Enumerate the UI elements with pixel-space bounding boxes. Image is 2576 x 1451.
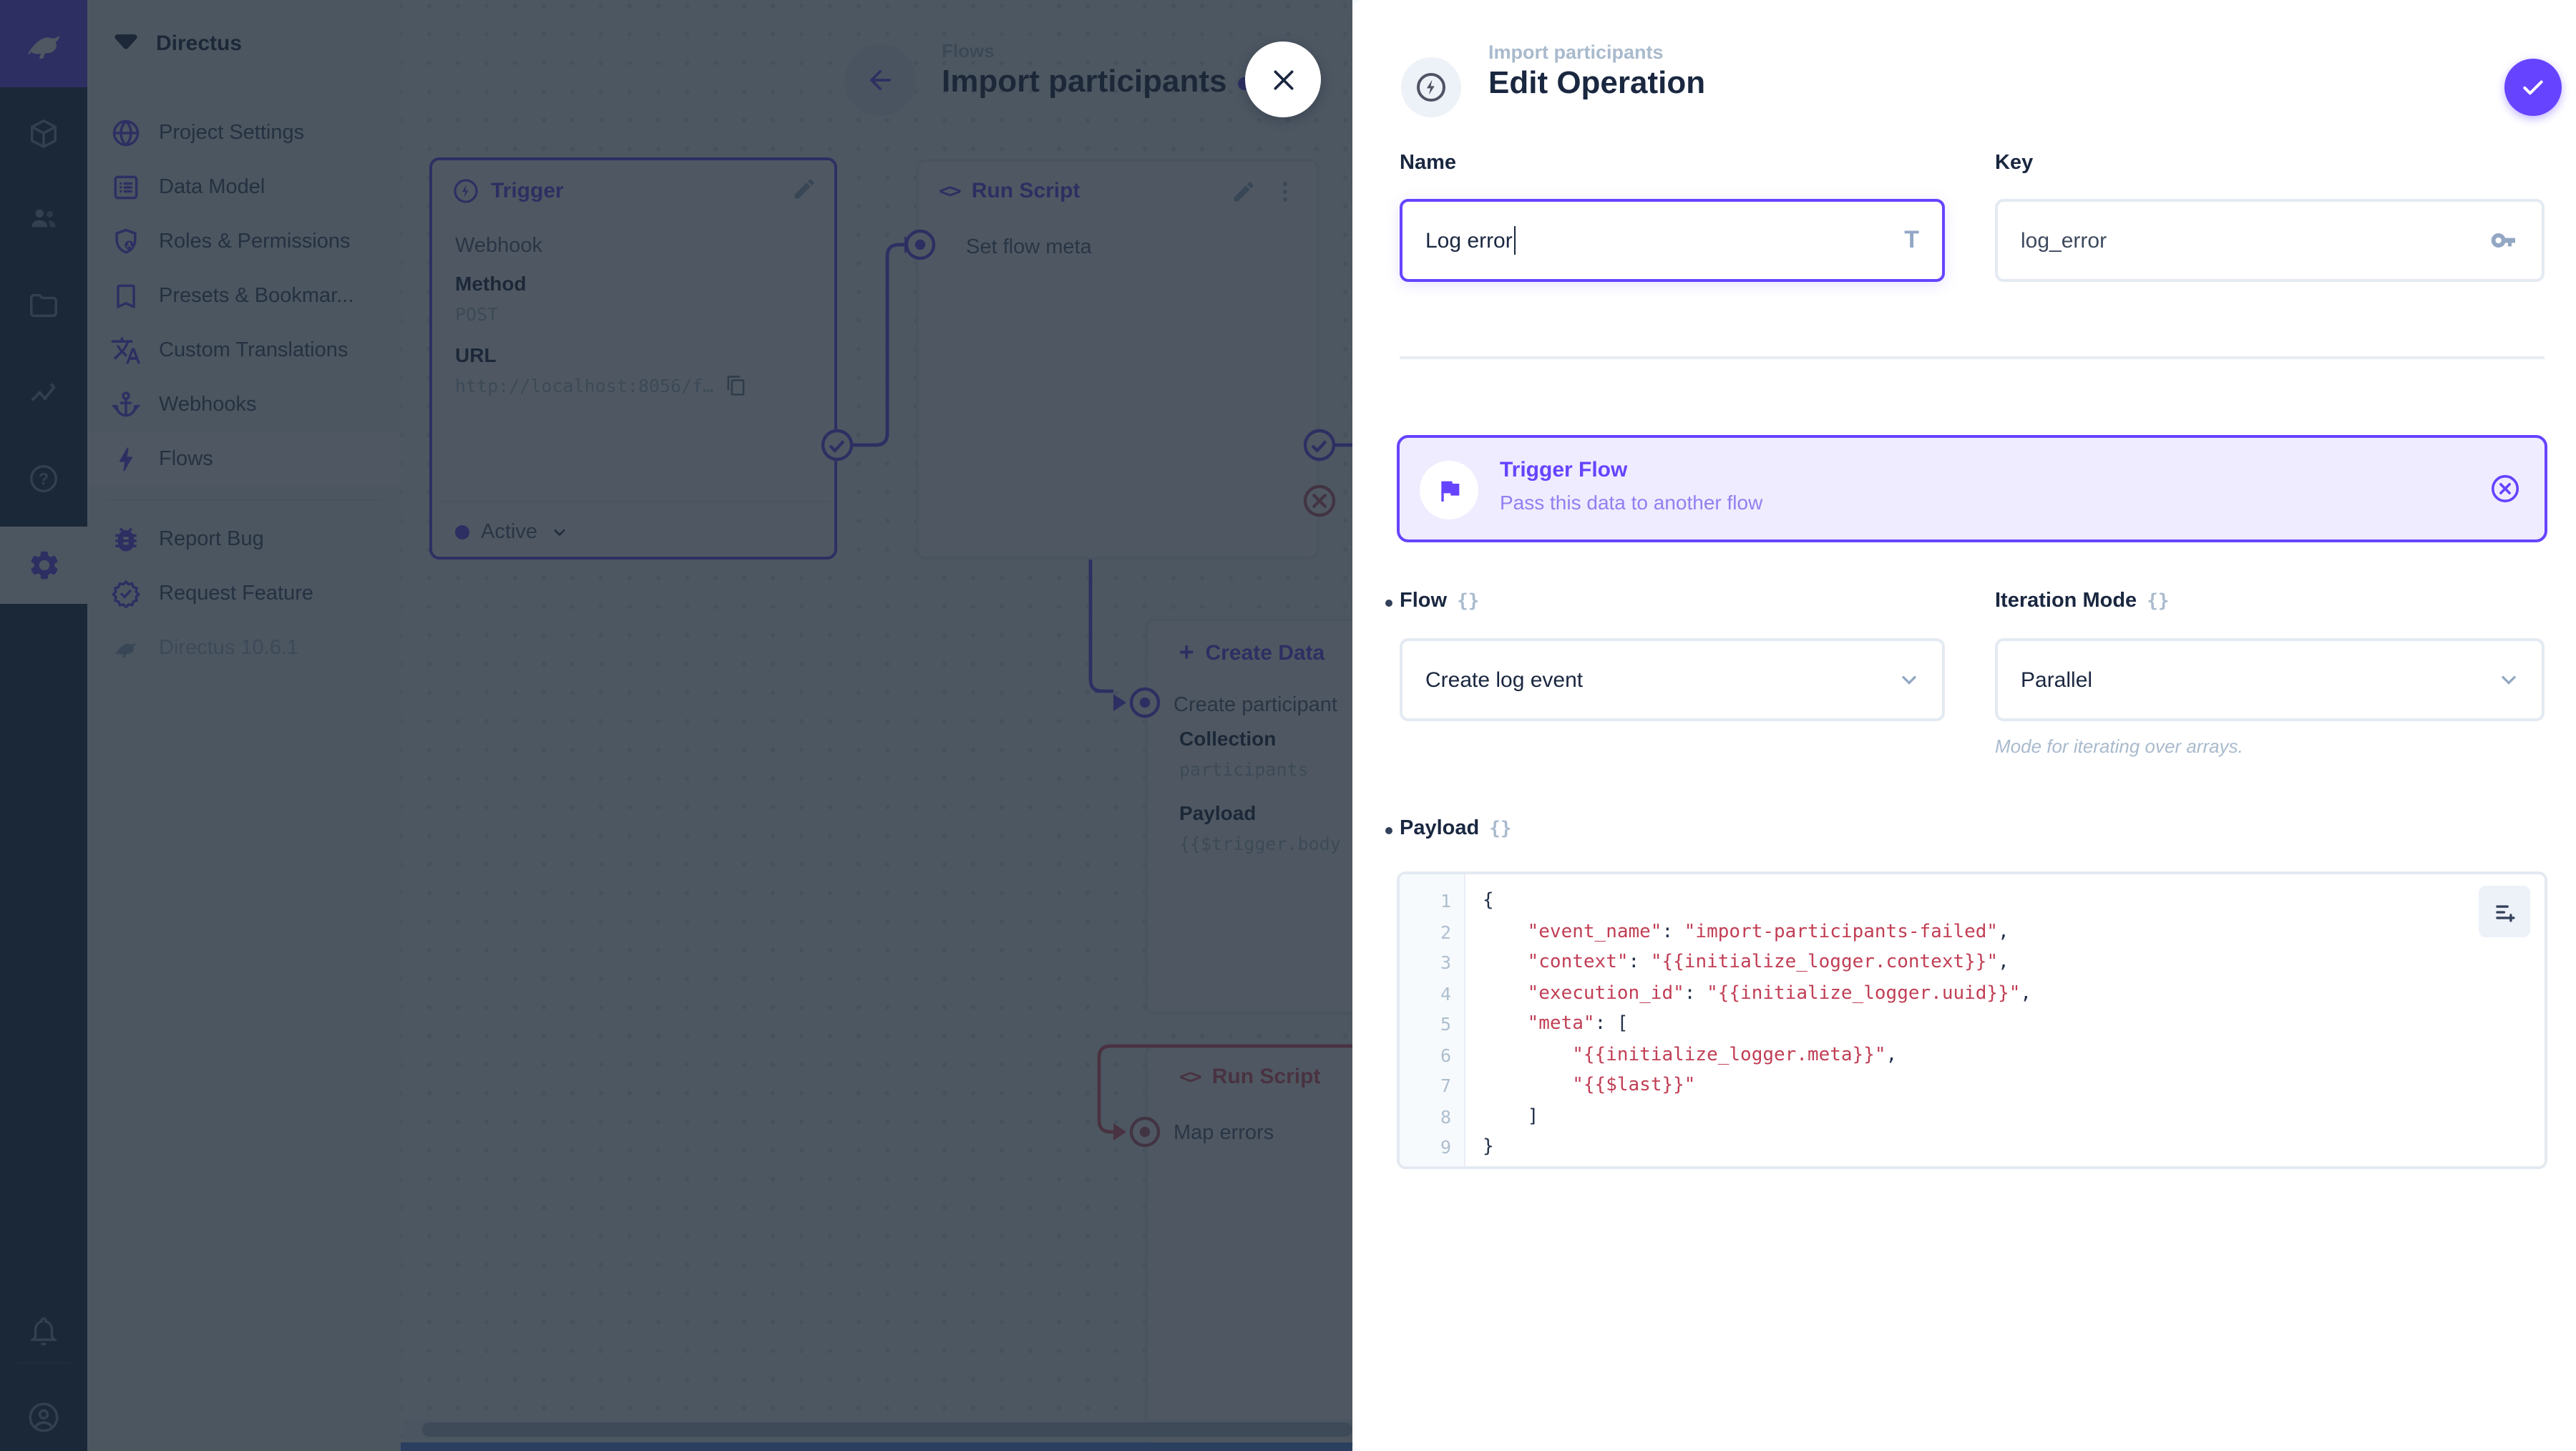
required-dot (1385, 600, 1392, 607)
flow-select[interactable]: Create log event (1400, 638, 1945, 721)
drawer-title: Edit Operation (1488, 64, 1706, 100)
key-icon (2491, 233, 2515, 248)
multiline-icon (2495, 904, 2514, 922)
raw-value-icon[interactable]: {} (1457, 590, 1480, 612)
iteration-mode-note: Mode for iterating over arrays. (1995, 736, 2243, 757)
flow-label: Flow {} (1385, 590, 1480, 612)
check-icon (2523, 80, 2543, 95)
payload-label: Payload {} (1385, 817, 1512, 840)
banner-remove-icon[interactable] (2489, 472, 2522, 505)
key-input[interactable]: log_error (1995, 199, 2545, 282)
title-formatter-icon[interactable]: T (1904, 226, 1919, 253)
name-input[interactable]: Log error T (1400, 199, 1945, 282)
close-icon (1273, 69, 1293, 89)
drawer-breadcrumb: Import participants (1488, 41, 1664, 63)
chevron-down-icon (2501, 675, 2517, 685)
flag-icon (1440, 480, 1459, 501)
key-label: Key (1995, 152, 2034, 175)
edit-operation-drawer: Import participants Edit Operation Name … (1352, 0, 2576, 1451)
trigger-flow-banner[interactable]: Trigger Flow Pass this data to another f… (1397, 435, 2547, 542)
expand-editor-button[interactable] (2479, 886, 2530, 937)
text-cursor (1513, 226, 1516, 255)
flag-icon-circle (1420, 461, 1478, 519)
drawer-scrim[interactable] (0, 0, 1352, 1451)
banner-title: Trigger Flow (1500, 458, 1628, 482)
raw-value-icon[interactable]: {} (2147, 590, 2170, 612)
operation-bolt-circle-icon (1401, 57, 1461, 117)
close-drawer-button[interactable] (1245, 41, 1321, 117)
raw-value-icon[interactable]: {} (1489, 818, 1512, 839)
code-lines[interactable]: { "event_name": "import-participants-fai… (1483, 890, 2032, 1158)
banner-subtitle: Pass this data to another flow (1500, 491, 1763, 514)
save-button[interactable] (2504, 59, 2562, 116)
name-label: Name (1400, 152, 1456, 175)
iteration-mode-select[interactable]: Parallel (1995, 638, 2545, 721)
required-dot (1385, 827, 1392, 834)
chevron-down-icon (1901, 675, 1917, 685)
iteration-mode-label: Iteration Mode {} (1995, 590, 2170, 612)
drawer-divider (1400, 356, 2545, 359)
